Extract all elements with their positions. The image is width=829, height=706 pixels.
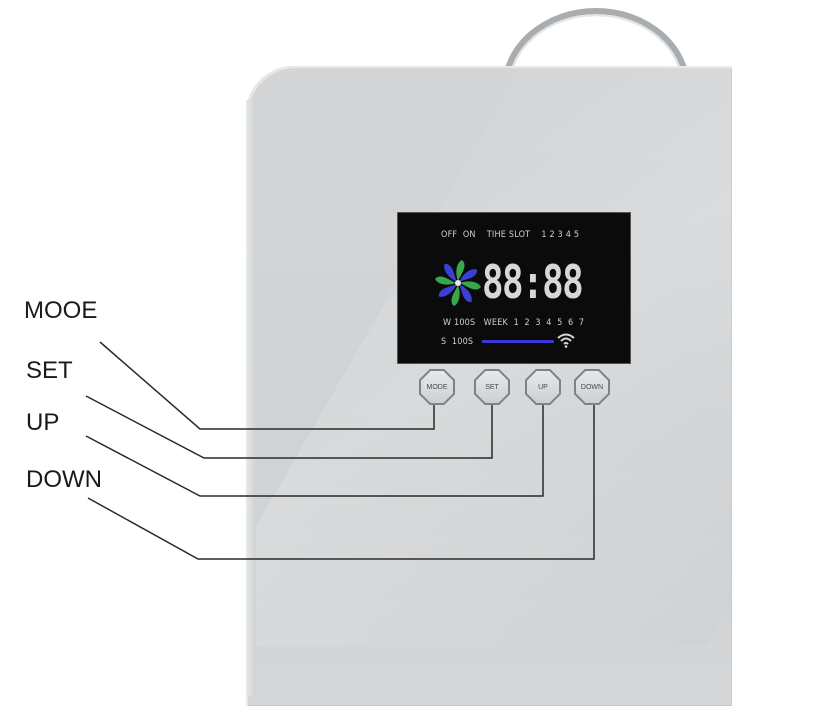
mode-button[interactable]: MODE [421, 371, 453, 403]
device-side-edge [246, 100, 256, 696]
leader-line-up [85, 405, 544, 497]
up-button[interactable]: UP [527, 371, 559, 403]
leader-line-down [87, 405, 595, 560]
leader-line-mode [99, 341, 435, 430]
lcd-status-row: OFF ON TIHE SLOT 1 2 3 4 5 [441, 230, 580, 240]
leader-line-set [85, 395, 493, 459]
lcd-week-row: W 100S WEEK 1 2 3 4 5 6 7 [443, 318, 585, 328]
callout-set: SET [26, 357, 73, 384]
lcd-progress-line [482, 340, 554, 343]
callout-up: UP [26, 409, 60, 436]
callout-down: DOWN [26, 466, 102, 493]
set-button[interactable]: SET [476, 371, 508, 403]
wifi-icon [557, 333, 575, 348]
lcd-screen [397, 212, 631, 364]
down-button[interactable]: DOWN [576, 371, 608, 403]
lcd-s-label: S 100S [441, 337, 474, 347]
callout-mode: MOOE [24, 297, 98, 324]
fan-icon [435, 260, 481, 306]
